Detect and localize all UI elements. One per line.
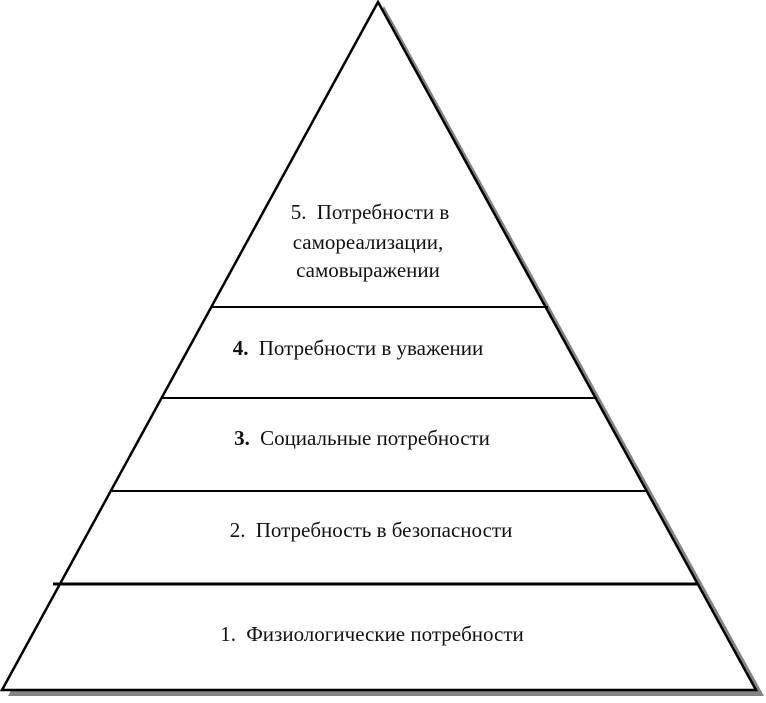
level-5-line-1: 5. Потребности в [291, 200, 450, 224]
level-3-label: 3. Социальные потребности [234, 426, 490, 450]
level-5-number: 5. [291, 200, 307, 224]
level-3-number: 3. [234, 426, 250, 450]
level-1-text: Физиологические потребности [246, 622, 524, 646]
level-2-text: Потребность в безопасности [256, 518, 513, 542]
level-2-number: 2. [230, 518, 246, 542]
level-2-label: 2. Потребность в безопасности [230, 518, 513, 542]
level-4-text: Потребности в уважении [259, 336, 483, 360]
level-1-label: 1. Физиологические потребности [220, 622, 524, 646]
level-1-number: 1. [220, 622, 236, 646]
level-3-text: Социальные потребности [260, 426, 490, 450]
level-4-number: 4. [233, 336, 249, 360]
level-5-text-1: Потребности в [317, 200, 450, 224]
level-5-line-2: самореализации, [293, 230, 444, 254]
level-4-label: 4. Потребности в уважении [233, 336, 483, 360]
pyramid-outline [0, 0, 759, 692]
level-5-line-3: самовыражении [296, 258, 440, 282]
